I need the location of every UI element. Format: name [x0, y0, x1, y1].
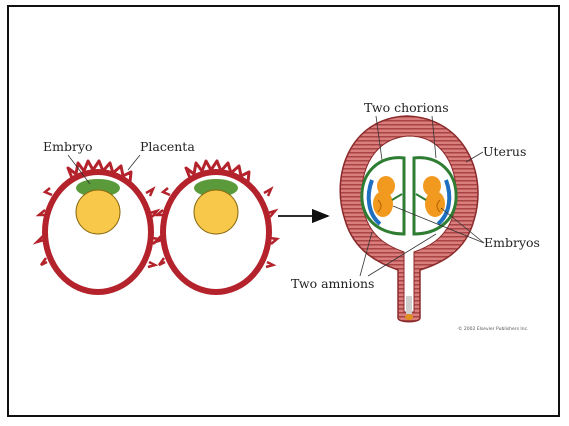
leader-placenta [128, 155, 140, 170]
blastocyst-right [155, 161, 277, 292]
blastocyst-left [37, 161, 159, 292]
yolk-sac-left [76, 190, 120, 234]
label-two-chorions: Two chorions [364, 100, 449, 115]
label-embryo: Embryo [43, 139, 93, 154]
copyright-notice: © 2002 Elsevier Publishers Inc. [458, 325, 529, 332]
label-two-amnions: Two amnions [291, 276, 374, 291]
cervical-plug [405, 314, 413, 320]
cervical-canal [406, 296, 412, 314]
label-uterus: Uterus [483, 144, 526, 159]
yolk-sac-right [194, 190, 238, 234]
label-embryos: Embryos [484, 235, 540, 250]
label-placenta: Placenta [140, 139, 195, 154]
